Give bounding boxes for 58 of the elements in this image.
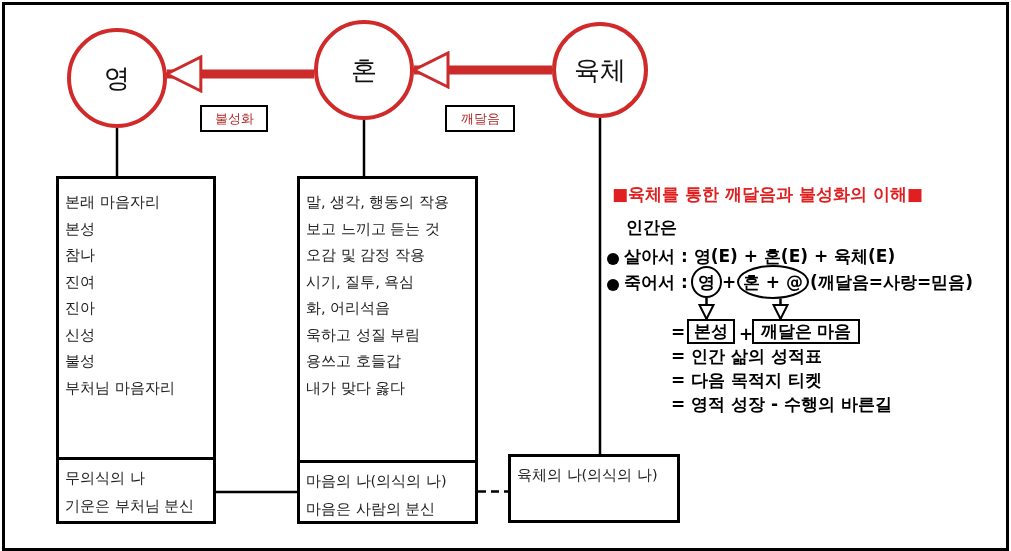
text-box	[56, 457, 216, 524]
node-text: 보고 느끼고 듣는 것	[306, 219, 441, 239]
node-text: 육체	[574, 53, 626, 87]
node-text: 기운은 부처님 분신	[65, 497, 196, 516]
node-text: 참나	[65, 246, 96, 265]
node-text: 무의식의 나	[65, 469, 146, 488]
node-text: 육체의 나(의식의 나)	[517, 466, 659, 485]
edge-label: 깨달음	[445, 105, 515, 132]
node-text: 깨달은 마음	[760, 320, 852, 343]
note-text: 죽어서 :	[624, 271, 688, 293]
note-text: = 인간 삶의 성적표	[671, 345, 822, 367]
node-text: 불성	[65, 352, 96, 371]
node-text: 진여	[65, 272, 96, 292]
edge-label: 불성화	[200, 105, 268, 132]
node-text: 용쓰고 호들갑	[306, 352, 402, 371]
note-text: = 영적 성장 - 수행의 바른길	[671, 393, 892, 415]
text-box	[297, 460, 478, 524]
node-text: 오감 및 감정 작용	[306, 246, 426, 265]
node-text: 혼 + @	[742, 270, 804, 294]
node-text: 말, 생각, 행동의 작용	[306, 193, 451, 212]
node-text: 신성	[65, 325, 96, 345]
note-text: = 다음 목적지 티켓	[671, 369, 822, 391]
note-text: 살아서 : 영(E) + 혼(E) + 육체(E)	[624, 245, 896, 267]
node-text: 혼	[351, 53, 377, 87]
node-text: 시기, 질투, 욕심	[306, 272, 416, 292]
node-text: 마음의 나(의식의 나)	[306, 472, 448, 491]
node-text: 마음은 사람의 분신	[306, 500, 437, 519]
text-box	[508, 454, 680, 523]
arrow	[772, 298, 789, 320]
note-text: +	[739, 323, 754, 345]
connector-line	[362, 120, 366, 176]
node-text: 내가 맞다 옳다	[306, 378, 407, 398]
note-text: =	[671, 321, 686, 343]
node-text: 욱하고 성질 부림	[306, 325, 422, 345]
connector-line	[478, 490, 508, 493]
note-text: (깨달음=사랑=믿음)	[810, 271, 974, 293]
boxed-term	[752, 319, 860, 344]
arrow	[165, 55, 315, 93]
circled-term	[691, 266, 722, 298]
node-text: 화, 어리석음	[306, 299, 392, 318]
node-text: 영	[104, 61, 130, 95]
note-text: +	[722, 271, 737, 293]
list-box	[56, 176, 216, 460]
note-text: 인간은	[626, 216, 677, 238]
arrow	[412, 51, 552, 89]
node-text: 부처님 마음자리	[65, 378, 176, 398]
node-text: 본성	[694, 320, 728, 343]
list-box	[297, 176, 478, 463]
boxed-term	[687, 319, 735, 344]
node-text: 본래 마음자리	[65, 193, 161, 212]
connector-line	[598, 118, 602, 454]
arrow	[698, 298, 715, 320]
node-text: 본성	[65, 219, 96, 239]
node-text: 영	[698, 270, 715, 294]
connector-line	[216, 490, 297, 494]
diagram-title: ■육체를 통한 깨달음과 불성화의 이해■	[612, 183, 923, 206]
connector-line	[115, 128, 119, 176]
node-text: 진아	[65, 299, 96, 318]
